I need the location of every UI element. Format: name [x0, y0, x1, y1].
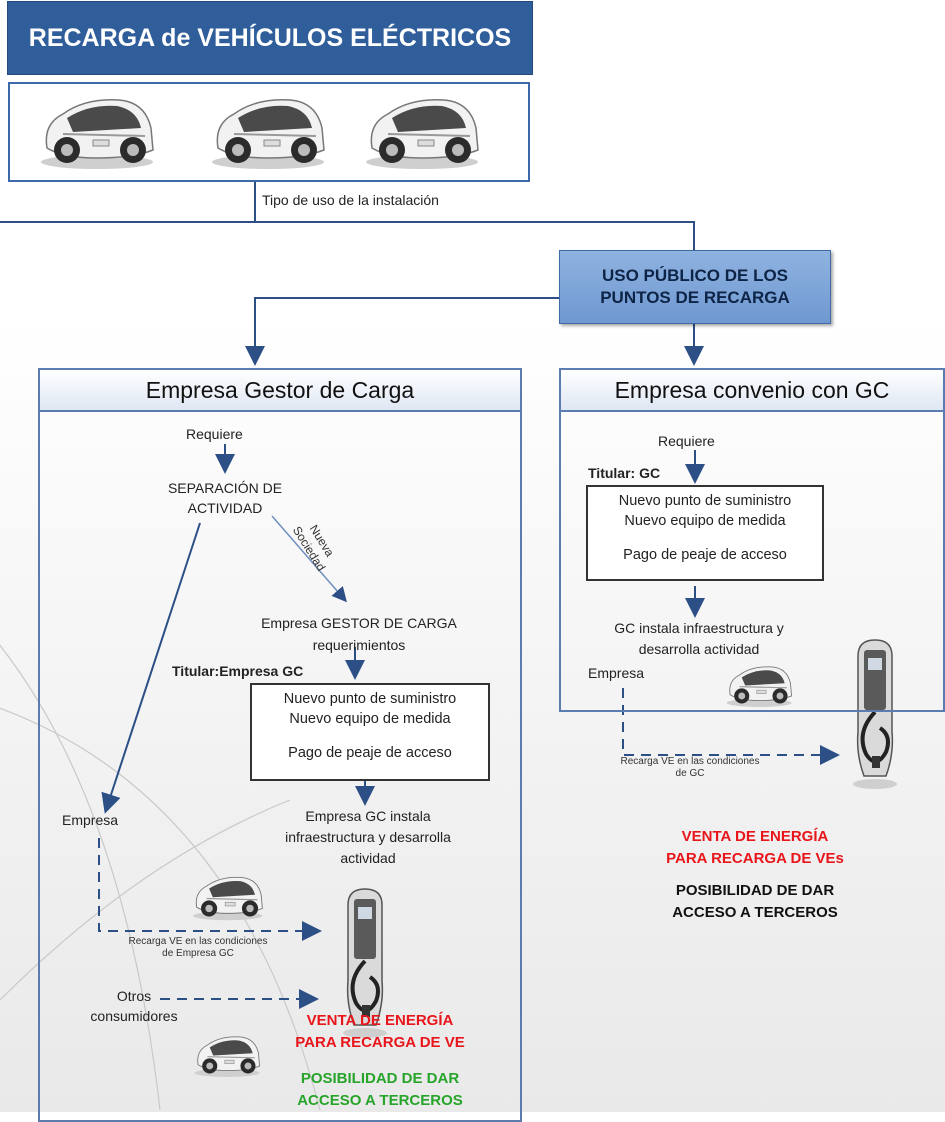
right-requiere: Requiere	[658, 433, 715, 449]
left-recarga-note: Recarga VE en las condiciones de Empresa…	[92, 936, 304, 960]
decorative-arcs	[0, 644, 321, 1111]
left-panel-header: Empresa Gestor de Carga	[40, 370, 520, 412]
venta-line: PARA RECARGA DE VE	[295, 1034, 465, 1051]
posibilidad-line: POSIBILIDAD DE DAR	[300, 1070, 460, 1087]
left-posibilidad: POSIBILIDAD DE DAR ACCESO A TERCEROS	[270, 1068, 490, 1112]
left-titular: Titular:Empresa GC	[172, 663, 304, 679]
right-box-line: Nuevo equipo de medida	[624, 513, 786, 529]
left-instala-text: Empresa GC instala infraestructura y des…	[248, 806, 488, 869]
public-use-line: PUNTOS DE RECARGA	[600, 288, 790, 307]
right-empresa: Empresa	[588, 665, 645, 681]
left-panel: Empresa Gestor de Carga	[38, 368, 522, 1122]
right-posibilidad-line: ACCESO A TERCEROS	[672, 904, 838, 921]
right-titular: Titular: GC	[588, 465, 661, 481]
public-use-box: USO PÚBLICO DE LOS PUNTOS DE RECARGA	[559, 250, 831, 324]
left-requirements-box: Nuevo punto de suministro Nuevo equipo d…	[250, 683, 490, 781]
page-title: RECARGA de VEHÍCULOS ELÉCTRICOS	[8, 2, 532, 74]
right-instala-text: GC instala infraestructura y desarrolla …	[584, 618, 814, 660]
instala-line: Empresa GC instala	[305, 808, 431, 824]
instala-line: actividad	[340, 850, 396, 866]
right-venta-line: PARA RECARGA DE VEs	[666, 850, 844, 867]
gestor-carga-text: Empresa GESTOR DE CARGA requerimientos	[228, 612, 490, 656]
right-recarga-line: Recarga VE en las condiciones	[620, 756, 760, 767]
separacion-line: SEPARACIÓN DE	[167, 480, 283, 496]
otros-consumidores: Otros consumidores	[84, 986, 184, 1026]
right-requirements-box: Nuevo punto de suministro Nuevo equipo d…	[586, 485, 824, 581]
left-box-line: Nuevo equipo de medida	[289, 711, 451, 727]
right-recarga-line: de GC	[675, 768, 705, 779]
otros-line: consumidores	[90, 1008, 178, 1024]
usage-type-label: Tipo de uso de la instalación	[262, 192, 439, 208]
right-panel-header: Empresa convenio con GC	[561, 370, 943, 412]
right-instala-line: GC instala infraestructura y	[614, 620, 784, 636]
right-box-line: Pago de peaje de acceso	[623, 547, 787, 563]
left-box-line: Pago de peaje de acceso	[288, 745, 452, 761]
left-box-line: Nuevo punto de suministro	[283, 691, 457, 707]
venta-line: VENTA DE ENERGÍA	[306, 1012, 454, 1029]
left-venta-energia: VENTA DE ENERGÍA PARA RECARGA DE VE	[270, 1010, 490, 1054]
recarga-line: Recarga VE en las condiciones	[128, 936, 268, 947]
instala-line: infraestructura y desarrolla	[285, 829, 451, 845]
right-instala-line: desarrolla actividad	[638, 641, 760, 657]
cars-banner	[8, 82, 530, 182]
public-use-line: USO PÚBLICO DE LOS	[601, 266, 789, 285]
right-box-line: Nuevo punto de suministro	[618, 493, 792, 509]
separacion-actividad: SEPARACIÓN DE ACTIVIDAD	[140, 478, 310, 518]
right-venta-line: VENTA DE ENERGÍA	[681, 828, 829, 845]
otros-line: Otros	[116, 988, 152, 1004]
left-requiere: Requiere	[186, 426, 243, 442]
recarga-line: de Empresa GC	[162, 948, 234, 959]
right-posibilidad: POSIBILIDAD DE DAR ACCESO A TERCEROS	[640, 880, 870, 924]
gestor-line: requerimientos	[312, 637, 406, 653]
separacion-line: ACTIVIDAD	[187, 500, 263, 516]
posibilidad-line: ACCESO A TERCEROS	[297, 1092, 463, 1109]
right-panel: Empresa convenio con GC	[559, 368, 945, 712]
right-venta-energia: VENTA DE ENERGÍA PARA RECARGA DE VEs	[640, 826, 870, 870]
left-empresa: Empresa	[62, 812, 119, 828]
right-recarga-note: Recarga VE en las condiciones de GC	[590, 756, 790, 780]
gestor-line: Empresa GESTOR DE CARGA	[261, 615, 457, 631]
right-posibilidad-line: POSIBILIDAD DE DAR	[675, 882, 835, 899]
